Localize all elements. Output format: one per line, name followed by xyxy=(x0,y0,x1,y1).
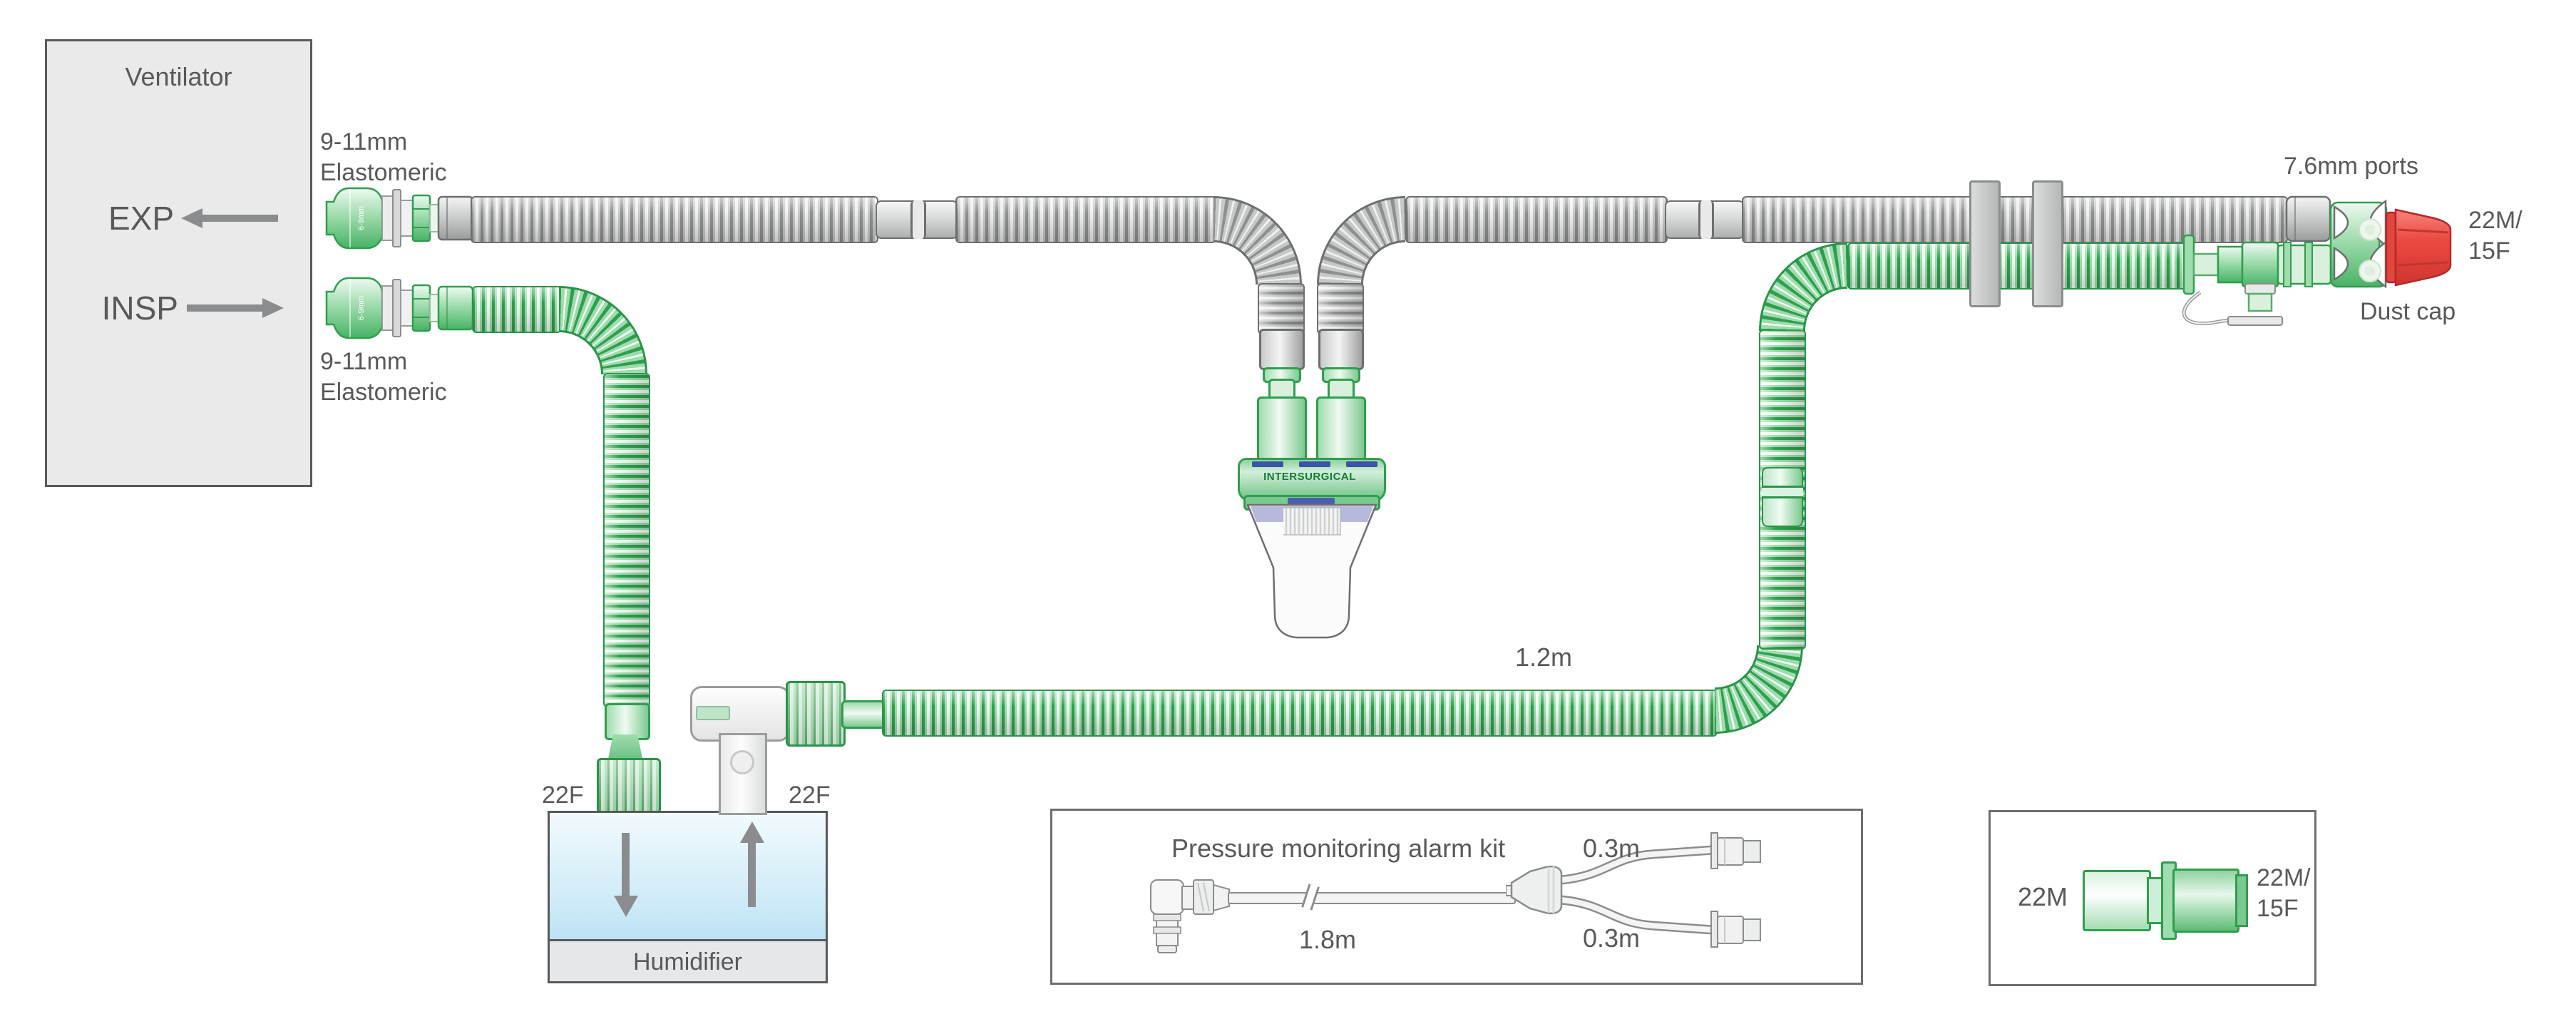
kit-elbow-connector xyxy=(1150,879,1230,953)
kit-main-line xyxy=(1228,892,1516,904)
patient-size-label: 22M/ 15F xyxy=(2468,207,2523,265)
exp-tube-bend-right xyxy=(1317,196,1405,285)
tube-clip-2 xyxy=(2032,180,2063,307)
trap-cap-dash xyxy=(1299,461,1330,467)
adapter-female-end xyxy=(2172,869,2239,933)
insp-riser-joint xyxy=(1762,467,1803,527)
exp-tube-segment-4 xyxy=(1742,196,2288,243)
exp-tube-drop-right xyxy=(1317,283,1364,334)
trap-window xyxy=(1288,498,1335,504)
exp-tube-drop-left xyxy=(1258,283,1305,334)
trap-cap-dash xyxy=(1346,461,1377,467)
outlet-elbow-port-icon xyxy=(730,750,754,774)
trap-left-port xyxy=(1257,396,1307,464)
insp-tube-1-2m xyxy=(882,690,1718,737)
tether-base-plate xyxy=(2227,316,2283,326)
elastomeric-label-bottom: 9-11mm Elastomeric xyxy=(320,348,447,406)
green-cuff xyxy=(437,285,474,331)
insp-tube-patient-segment xyxy=(1847,242,2187,290)
adapter-right-label: 22M/ 15F xyxy=(2257,864,2311,922)
outlet-elbow-stem xyxy=(719,733,767,815)
dust-cap-icon xyxy=(2394,208,2452,287)
flange xyxy=(392,279,401,337)
insp-riser-bend-bottom xyxy=(1715,645,1803,734)
kit-y-splitter xyxy=(1506,832,1761,948)
monitoring-tee xyxy=(2241,241,2279,288)
dust-cap-label: Dust cap xyxy=(2360,298,2456,325)
elastomeric-label-top: 9-11mm Elastomeric xyxy=(320,128,447,186)
tube-clip-1 xyxy=(1969,180,2001,307)
adapter-left-label: 22M xyxy=(2018,882,2068,911)
cap-tether xyxy=(2182,290,2231,326)
exp-port-label: EXP xyxy=(108,200,174,237)
exp-tube-segment-3 xyxy=(1405,196,1668,243)
kit-branch-top-label: 0.3m xyxy=(1583,834,1641,863)
flange xyxy=(392,189,401,247)
kit-branch-top-flange xyxy=(1710,832,1718,869)
insp-riser-bend-top xyxy=(1759,242,1847,331)
ports-label: 7.6mm ports xyxy=(2284,153,2418,180)
exp-tube-segment-1 xyxy=(471,196,878,243)
humidifier-inlet-taper xyxy=(608,734,642,759)
exp-tube-joint-2 xyxy=(1665,200,1745,239)
trap-right-grey-cuff xyxy=(1318,329,1364,370)
humidifier-box: Humidifier xyxy=(548,811,828,983)
insp-elastomeric-connector: 6-9mm xyxy=(325,277,474,339)
connector-print-text: 6-9mm xyxy=(357,296,366,320)
device-brand-text: INTERSURGICAL xyxy=(1263,471,1356,483)
exp-tube-joint-1 xyxy=(876,200,958,239)
outlet-elbow-inner-port xyxy=(696,706,730,720)
adapter-male-end xyxy=(2083,870,2151,931)
adapter-lip xyxy=(2235,874,2248,927)
trap-bowl xyxy=(1246,503,1377,639)
exp-tube-bend-left xyxy=(1213,196,1302,285)
pressure-kit-title: Pressure monitoring alarm kit xyxy=(1171,834,1506,863)
taper-body xyxy=(325,187,384,250)
outlet-elbow-nut xyxy=(786,681,846,747)
outlet-smooth-segment xyxy=(841,700,887,729)
trap-cap-dash xyxy=(1252,461,1283,467)
trap-right-port xyxy=(1316,396,1366,464)
humidifier-inlet-label: 22F xyxy=(542,782,584,809)
connector-print-text: 6-9mm xyxy=(357,206,366,230)
humidifier-inlet-nut xyxy=(597,758,661,814)
patient-end-assembly xyxy=(2182,195,2452,326)
ventilator-title: Ventilator xyxy=(125,62,232,91)
exp-tube-segment-2 xyxy=(955,196,1216,243)
taper-body xyxy=(325,277,384,339)
humidifier-outlet-label: 22F xyxy=(789,782,831,809)
insp-tube-length-label: 1.2m xyxy=(1515,642,1573,672)
insp-tube-segment-1 xyxy=(472,286,562,333)
exp-elastomeric-connector: 6-9mm xyxy=(325,187,474,250)
kit-branch-bottom-flange xyxy=(1710,911,1718,948)
ventilator-box: Ventilator xyxy=(45,39,312,487)
kit-branch-bottom-label: 0.3m xyxy=(1583,923,1641,953)
insp-tube-drop xyxy=(603,373,650,707)
port-wing-bottom-left xyxy=(2333,246,2349,282)
insp-port-label: INSP xyxy=(101,290,178,327)
insp-tube-bend xyxy=(559,286,647,374)
green-flange xyxy=(2182,234,2195,295)
exp-patient-cuff xyxy=(2285,195,2331,242)
trap-left-grey-cuff xyxy=(1259,329,1305,370)
tee-stem-nut xyxy=(2244,283,2276,295)
grey-cuff xyxy=(437,195,474,241)
kit-main-length-label: 1.8m xyxy=(1299,925,1357,954)
tee-stem-cap xyxy=(2247,292,2273,312)
humidifier-band: Humidifier xyxy=(550,939,826,981)
dust-cap-flange xyxy=(2385,211,2397,284)
humidifier-title: Humidifier xyxy=(632,948,743,976)
port-wing-top-left xyxy=(2333,205,2349,240)
